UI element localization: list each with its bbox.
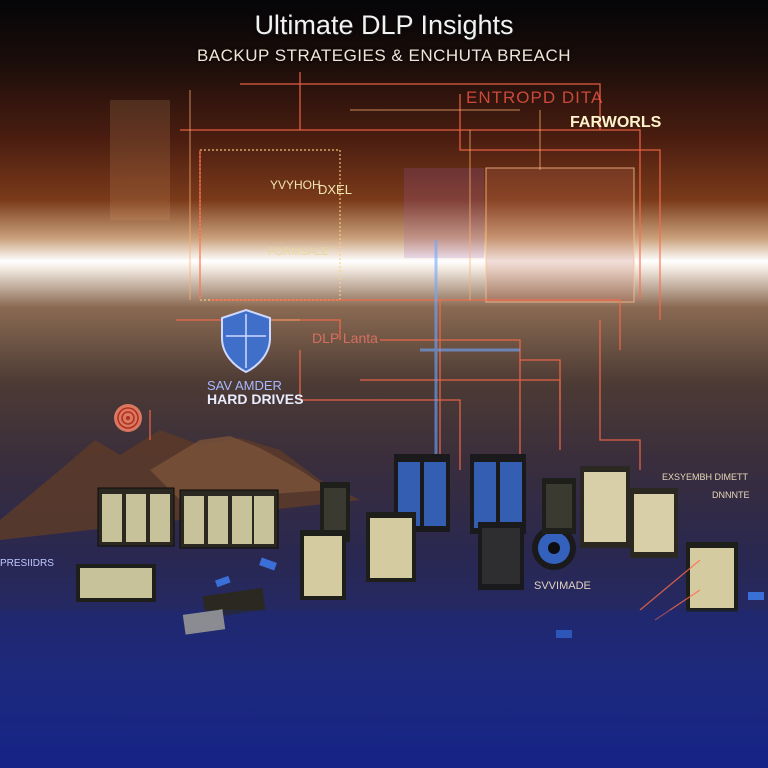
server-rack-group-left: [97, 487, 175, 547]
laser-sparks: [639, 559, 701, 621]
server-cabinet-beige-2: [366, 512, 416, 582]
label-formsale: FORMSALE": [268, 246, 333, 258]
data-panel-center: [199, 149, 341, 301]
label-svvimade: SVVIMADE: [534, 580, 591, 592]
label-hard-drives: HARD DRIVES: [207, 391, 304, 407]
server-tower-blue-2: [470, 454, 526, 534]
label-vertical-a: YVYHOH: [270, 178, 321, 192]
hard-drive-module-2: [182, 609, 226, 635]
data-panel-middle: [404, 168, 484, 258]
data-panel-right-frame: [485, 167, 635, 303]
circuit-lines-warm: [189, 90, 541, 321]
server-unit-flat: [76, 564, 156, 602]
server-cabinet-beige-1: [300, 530, 346, 600]
label-hard-drives-top: SAV AMDER: [207, 378, 282, 393]
page-title: Ultimate DLP Insights: [254, 10, 514, 40]
label-right-small-b: DNNNTE: [712, 490, 750, 500]
floor-reflection: [0, 610, 768, 768]
shield-icon: [221, 308, 271, 374]
server-tower-3: [542, 478, 576, 534]
fingerprint-icon: [114, 404, 142, 432]
usb-connectors: [215, 557, 764, 638]
hard-disk-icon: [532, 526, 576, 570]
server-tower-2: [478, 522, 524, 590]
light-beam: [420, 240, 520, 470]
label-left-edge: PRESIIDRS: [0, 558, 54, 569]
label-farworls: FARWORLS: [570, 114, 662, 131]
mountain-back: [150, 436, 330, 500]
server-rack-group-center-left: [179, 489, 279, 549]
label-right-small-a: EXSYEMBH DIMETT: [662, 472, 749, 482]
page-subtitle: BACKUP STRATEGIES & ENCHUTA BREACH: [196, 46, 572, 65]
server-cabinet-beige-5: [686, 542, 738, 612]
server-cabinet-beige-4: [630, 488, 678, 558]
server-cabinet-beige-3: [580, 466, 630, 548]
label-vertical-b: DXEL: [318, 182, 352, 197]
data-panel-right: [486, 168, 634, 302]
data-panel-left: [110, 100, 170, 220]
label-entropd: ENTROPD DITA: [466, 88, 604, 107]
label-dlp: DLP Lanta: [312, 330, 378, 346]
